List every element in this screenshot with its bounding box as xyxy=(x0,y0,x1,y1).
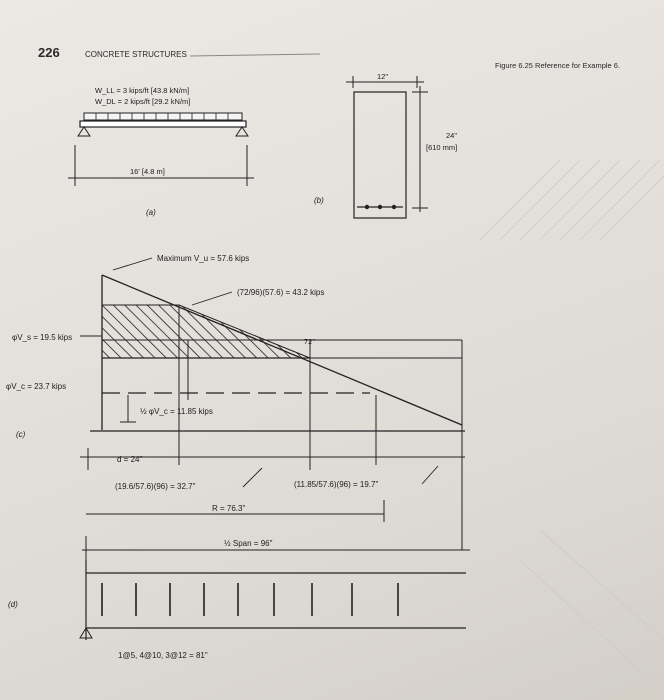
label-c: (c) xyxy=(16,430,26,439)
rebar xyxy=(364,204,370,210)
rebar xyxy=(391,204,397,210)
load-dead-label: W_DL = 2 kips/ft [29.2 kN/m] xyxy=(95,97,190,106)
figure-caption: Figure 6.25 Reference for Example 6. xyxy=(495,61,620,70)
section-depth-si: [610 mm] xyxy=(426,143,457,152)
max-vu-label: Maximum V_u = 57.6 kips xyxy=(157,254,249,263)
background-hatch xyxy=(479,159,664,681)
stirrup-lines xyxy=(101,583,399,616)
section-outline xyxy=(353,91,407,219)
load-live-label: W_LL = 3 kips/ft [43.8 kN/m] xyxy=(95,86,189,95)
label-a: (a) xyxy=(146,208,156,217)
rebar xyxy=(377,204,383,210)
running-title: CONCRETE STRUCTURES xyxy=(85,50,187,59)
beam xyxy=(79,120,247,128)
distributed-load xyxy=(83,112,243,121)
part-a-beam: W_LL = 3 kips/ft [43.8 kN/m] W_DL = 2 ki… xyxy=(68,86,254,217)
d-label: d = 24" xyxy=(117,455,142,464)
part-d-stirrups: (d) 1@5, 4@10, 3@12 = 81" xyxy=(8,560,466,660)
load-ticks xyxy=(95,113,229,120)
page-number: 226 xyxy=(38,45,60,60)
section-depth: 24" xyxy=(446,131,457,140)
stirrup-spacing-label: 1@5, 4@10, 3@12 = 81" xyxy=(118,651,208,660)
section-width: 12" xyxy=(377,72,388,81)
label-b: (b) xyxy=(314,196,324,205)
part-c-shear-diagram: Maximum V_u = 57.6 kips (72/96)(57.6) = … xyxy=(6,254,470,560)
label-d: (d) xyxy=(8,600,18,609)
half-phi-vc-label: ½ φV_c = 11.85 kips xyxy=(140,407,213,416)
header-rule xyxy=(189,53,321,57)
support-left xyxy=(77,126,91,137)
dim-19-7-label: (11.85/57.6)(96) = 19.7" xyxy=(294,480,378,489)
half-span-label: ½ Span = 96" xyxy=(224,539,273,548)
dist-72-label: 72" xyxy=(304,337,315,346)
phi-vc-label: φV_c = 23.7 kips xyxy=(6,382,66,391)
r-label: R = 76.3" xyxy=(212,504,245,513)
span-label: 16' [4.8 m] xyxy=(130,167,165,176)
vu-at-d-label: (72/96)(57.6) = 43.2 kips xyxy=(237,288,324,297)
shear-line xyxy=(101,274,463,426)
part-b-section: 12" 24" [610 mm] (b) xyxy=(314,72,457,219)
support-right xyxy=(235,126,249,137)
phi-vs-label: φV_s = 19.5 kips xyxy=(12,333,72,342)
dim-32-7-label: (19.6/57.6)(96) = 32.7" xyxy=(115,482,196,491)
hatched-stirrup-region xyxy=(101,304,311,359)
